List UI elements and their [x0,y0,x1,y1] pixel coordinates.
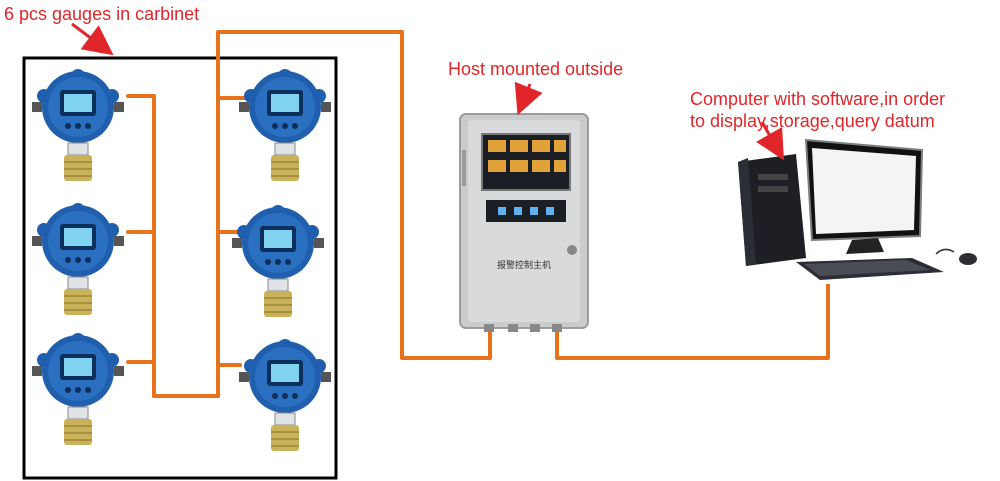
computer-label-line-2: to display,storage,query datum [690,111,935,131]
host-label: Host mounted outside [448,59,624,79]
computer-arrow-icon [756,121,784,161]
host-name-text: 报警控制主机 [497,259,551,271]
cabinet-label: 6 pcs gauges in carbinet [4,4,200,24]
computer-label: Computer with software,in order to displ… [690,88,945,132]
gauge-5-gas-detector-icon [231,204,325,318]
cabinet-to-host-cable [218,30,492,360]
gauge-4-gas-detector-icon [238,68,332,182]
computer-label-line-1: Computer with software,in order [690,89,946,109]
cabinet-wiring [126,30,248,398]
gauge-3-gas-detector-icon [31,332,125,446]
gauge-2-gas-detector-icon [31,202,125,316]
gauge-1-gas-detector-icon [31,68,125,182]
computer-desktop-computer-icon [738,138,977,280]
host-arrow-icon [514,81,543,116]
gauge-6-gas-detector-icon [238,338,332,452]
cabinet-frame [22,56,338,480]
host-controller-alarm-controller-icon: 报警控制主机 [459,113,589,332]
cabinet-arrow-icon [71,22,114,56]
host-to-computer-cable [555,284,830,360]
